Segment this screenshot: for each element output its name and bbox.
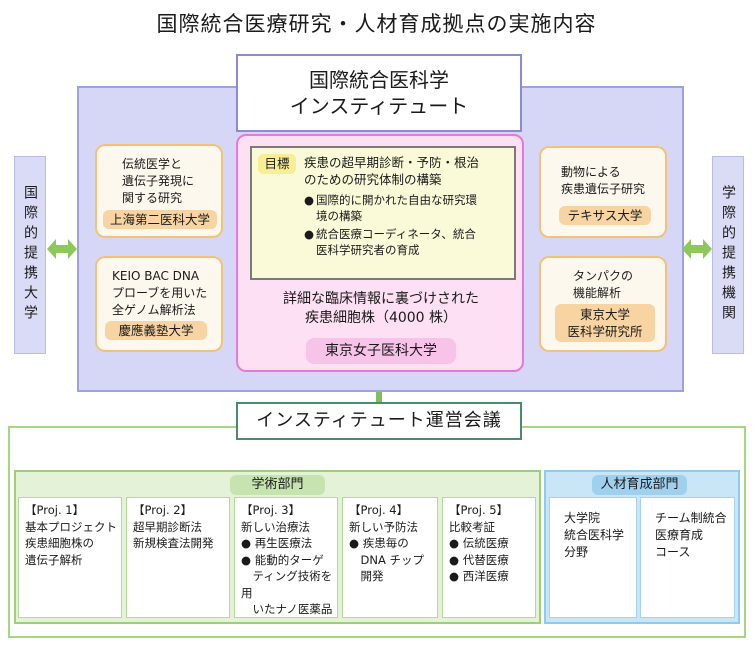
detail-line: 疾患細胞株（4000 株） — [304, 310, 458, 326]
hr-line: 医療育成 — [655, 528, 704, 542]
desc-line: タンパクの — [573, 269, 634, 283]
interdisciplinary-partner-institutions: 学際的提携機関 — [712, 156, 744, 354]
bullet-dot-icon: ● — [304, 193, 315, 207]
hr-section-tag: 人材育成部門 — [592, 475, 687, 495]
project-line: ● 伝統医療 — [449, 536, 509, 550]
institute-title: 国際統合医科学 インスティテュート — [236, 54, 522, 132]
project-line: 比較考証 — [449, 519, 495, 534]
center-university-name: 東京女子医科大学 — [306, 338, 456, 364]
partner-keio: KEIO BAC DNA プローブを用いた 全ゲノム解析法 慶應義塾大学 — [95, 256, 223, 352]
bullet-dot-icon: ● — [304, 227, 315, 241]
project-4: 【Proj. 4】 新しい予防法 ● 疾患毎の DNA チップ 開発 — [342, 497, 438, 618]
project-label: 【Proj. 5】 — [449, 503, 509, 517]
hr-line: 大学院 — [564, 511, 601, 525]
partner-texas: 動物による 疾患遺伝子研究 テキサス大学 — [539, 146, 667, 238]
partner-shanghai: 伝統医学と 遺伝子発現に 関する研究 上海第二医科大学 — [95, 144, 223, 238]
name-line: 医科学研究所 — [567, 324, 643, 339]
project-line: いたナノ医薬品 — [241, 602, 333, 616]
detail-line: 詳細な臨床情報に裏づけされた — [283, 291, 479, 307]
goal-bullet: ● 統合医療コーディネータ、統合 医科学研究者の育成 — [304, 226, 510, 258]
bullet-text: 統合医療コーディネータ、統合 医科学研究者の育成 — [316, 226, 476, 258]
project-line: 新しい予防法 — [349, 519, 418, 534]
hr-graduate-school: 大学院 統合医科学 分野 — [549, 497, 637, 618]
project-3: 【Proj. 3】 新しい治療法 ● 再生医療法 ● 能動的ターゲ ティング技術… — [234, 497, 338, 618]
project-line: 基本プロジェクト — [25, 519, 117, 534]
cell-line-detail: 詳細な臨床情報に裏づけされた 疾患細胞株（4000 株） — [246, 290, 516, 328]
double-arrow-left-icon — [47, 239, 77, 259]
bullet-text: 国際的に開かれた自由な研究環 境の構築 — [316, 192, 477, 224]
name-line: 東京大学 — [579, 307, 630, 322]
desc-line: 疾患遺伝子研究 — [561, 182, 646, 196]
goal-line: 疾患の超早期診断・予防・根治 — [304, 155, 480, 170]
goal-text: 疾患の超早期診断・予防・根治 のための研究体制の構築 ● 国際的に開かれた自由な… — [304, 154, 510, 258]
bullet-line: 境の構築 — [316, 209, 362, 223]
bullet-line: 統合医療コーディネータ、統合 — [316, 227, 476, 241]
management-title: インスティテュート運営会議 — [236, 402, 522, 440]
academic-section-tag: 学術部門 — [230, 475, 325, 495]
partner-keio-desc: KEIO BAC DNA プローブを用いた 全ゲノム解析法 — [97, 268, 221, 319]
project-line: ● 西洋医療 — [449, 569, 509, 583]
desc-line: 伝統医学と — [122, 157, 183, 171]
project-label: 【Proj. 1】 — [25, 503, 85, 517]
partner-tokyo-desc: タンパクの 機能解析 — [541, 268, 665, 302]
project-line: 疾患細胞株の — [25, 536, 94, 550]
project-line: 新規検査法開発 — [133, 536, 214, 550]
project-line: 遺伝子解析 — [25, 552, 83, 567]
goal-bullet: ● 国際的に開かれた自由な研究環 境の構築 — [304, 192, 510, 224]
page-title: 国際統合医療研究・人材育成拠点の実施内容 — [156, 12, 597, 36]
international-partner-universities: 国際的提携大学 — [14, 156, 46, 354]
hr-team-course: チーム制統合 医療育成 コース — [640, 497, 735, 618]
hr-line: コース — [655, 545, 691, 559]
project-line: ● 疾患毎の — [349, 536, 409, 550]
project-label: 【Proj. 2】 — [133, 503, 193, 517]
partner-texas-name: テキサス大学 — [559, 206, 651, 225]
project-label: 【Proj. 4】 — [349, 503, 409, 517]
institute-title-line2: インスティテュート — [289, 94, 469, 118]
desc-line: 遺伝子発現に — [122, 174, 195, 188]
desc-line: 動物による — [561, 165, 621, 179]
desc-line: 機能解析 — [573, 286, 622, 300]
desc-line: KEIO BAC DNA — [112, 269, 200, 283]
desc-line: 全ゲノム解析法 — [112, 303, 196, 317]
project-line: 新しい治療法 — [241, 519, 310, 534]
project-5: 【Proj. 5】 比較考証 ● 伝統医療 ● 代替医療 ● 西洋医療 — [442, 497, 536, 618]
partner-shanghai-name: 上海第二医科大学 — [103, 210, 217, 229]
goal-line: のための研究体制の構築 — [304, 172, 442, 187]
project-line: ティング技術を用 — [241, 569, 333, 600]
partner-shanghai-desc: 伝統医学と 遺伝子発現に 関する研究 — [97, 156, 221, 207]
partner-tokyo: タンパクの 機能解析 東京大学 医科学研究所 — [539, 256, 667, 352]
project-line: ● 代替医療 — [449, 552, 509, 567]
partner-texas-desc: 動物による 疾患遺伝子研究 — [541, 164, 665, 198]
project-1: 【Proj. 1】 基本プロジェクト 疾患細胞株の 遺伝子解析 — [18, 497, 122, 618]
project-2: 【Proj. 2】 超早期診断法 新規検査法開発 — [126, 497, 230, 618]
hr-line: 分野 — [564, 545, 589, 559]
hr-line: 統合医科学 — [564, 528, 625, 542]
bullet-line: 医科学研究者の育成 — [316, 243, 420, 257]
hr-line: チーム制統合 — [655, 511, 727, 525]
project-label: 【Proj. 3】 — [241, 503, 301, 517]
desc-line: プローブを用いた — [112, 286, 208, 300]
double-arrow-right-icon — [682, 239, 712, 259]
project-line: ● 再生医療法 — [241, 536, 313, 550]
partner-tokyo-name: 東京大学 医科学研究所 — [555, 304, 655, 342]
project-line: 開発 — [349, 569, 384, 583]
desc-line: 関する研究 — [122, 191, 183, 205]
partner-keio-name: 慶應義塾大学 — [105, 321, 207, 340]
institute-title-line1: 国際統合医科学 — [309, 68, 449, 92]
project-line: 超早期診断法 — [133, 519, 202, 534]
goal-tag: 目標 — [258, 154, 296, 174]
project-line: DNA チップ — [349, 552, 424, 567]
project-line: ● 能動的ターゲ — [241, 552, 324, 567]
bullet-line: 国際的に開かれた自由な研究環 — [316, 193, 477, 207]
